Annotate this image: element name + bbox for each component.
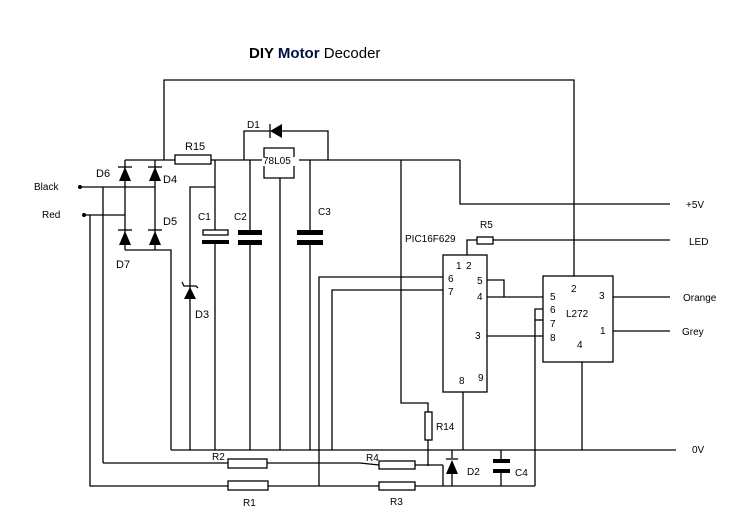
label-led: LED [689, 237, 708, 248]
diode-d2 [446, 458, 458, 474]
label-c3: C3 [318, 207, 331, 218]
label-d7: D7 [116, 259, 130, 271]
red-terminal [82, 213, 86, 217]
wires [80, 79, 676, 487]
pic-pin-1: 1 [456, 261, 462, 272]
label-d6: D6 [96, 168, 110, 180]
label-c2: C2 [234, 212, 247, 223]
pic-pin-4: 4 [477, 292, 483, 303]
diagram-title: DIY Motor Decoder [249, 45, 380, 62]
l272-pin-2: 2 [571, 284, 577, 295]
resistor-r1 [227, 480, 269, 491]
resistor-r5 [476, 236, 494, 245]
diode-d6 [118, 166, 132, 181]
pic-pin-3: 3 [475, 331, 481, 342]
label-pic16f629: PIC16F629 [405, 234, 456, 245]
label-c1: C1 [198, 212, 211, 223]
label-5v: +5V [686, 200, 704, 211]
label-d1: D1 [247, 120, 260, 131]
label-c4: C4 [515, 468, 528, 479]
label-0v: 0V [692, 445, 705, 456]
pic-pin-5: 5 [477, 276, 483, 287]
pic-pin-7: 7 [448, 287, 454, 298]
label-d3: D3 [195, 309, 209, 321]
label-r2: R2 [212, 452, 225, 463]
label-r4: R4 [366, 453, 379, 464]
resistor-r15 [174, 154, 212, 165]
label-r15: R15 [185, 141, 205, 153]
pic-pin-9: 9 [478, 373, 484, 384]
label-r14: R14 [436, 422, 455, 433]
resistor-r14 [424, 411, 433, 441]
pic-pin-2: 2 [466, 261, 472, 272]
label-d2: D2 [467, 467, 480, 478]
regulator-78l05 [263, 147, 295, 179]
label-d4: D4 [163, 174, 177, 186]
label-red: Red [42, 210, 60, 221]
l272-pin-4: 4 [577, 340, 583, 351]
capacitor-c3 [297, 230, 323, 245]
label-black: Black [34, 182, 59, 193]
pic-pin-6: 6 [448, 274, 454, 285]
diode-d5 [148, 229, 162, 245]
l272-pin-3: 3 [599, 291, 605, 302]
label-r3: R3 [390, 497, 403, 508]
diode-d7 [118, 229, 132, 245]
driver-l272 [542, 275, 614, 363]
label-d5: D5 [163, 216, 177, 228]
diode-d1 [269, 124, 282, 138]
mcu-pic16f629 [442, 254, 488, 393]
label-r5: R5 [480, 220, 493, 231]
black-terminal [78, 185, 82, 189]
label-grey: Grey [682, 327, 704, 338]
l272-pin-1: 1 [600, 326, 606, 337]
l272-pin-5: 5 [550, 292, 556, 303]
label-l272: L272 [566, 309, 589, 320]
labels: Black Red D6 D4 D5 D7 R15 D1 78L05 C1 C2… [34, 120, 717, 509]
label-r1: R1 [243, 498, 256, 509]
l272-pin-7: 7 [550, 319, 556, 330]
resistor-r4 [378, 460, 416, 470]
capacitor-c2 [238, 230, 262, 245]
resistor-r2 [227, 458, 268, 469]
resistor-r3 [378, 481, 416, 491]
l272-pin-8: 8 [550, 333, 556, 344]
capacitor-c1 [202, 229, 229, 244]
diode-d4 [148, 166, 162, 181]
pic-pin-8: 8 [459, 376, 465, 387]
label-orange: Orange [683, 293, 717, 304]
capacitor-c4 [493, 459, 510, 473]
l272-pin-6: 6 [550, 305, 556, 316]
label-78l05: 78L05 [263, 156, 291, 167]
zener-diode-d3 [181, 281, 199, 299]
